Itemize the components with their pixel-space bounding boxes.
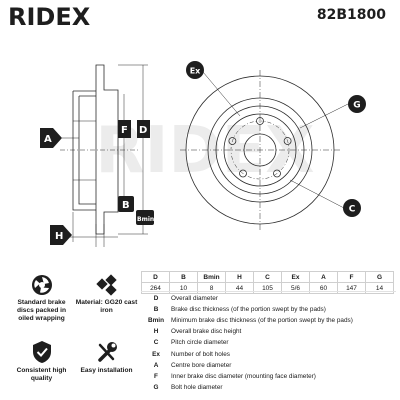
callout-a: A <box>40 128 79 148</box>
feature-material: Material: GG20 cast iron <box>74 274 139 315</box>
legend-row: G Bolt hole diameter <box>141 382 396 393</box>
material-icon <box>95 274 117 296</box>
specs-header-cell: Ex <box>281 271 310 283</box>
legend-code: C <box>153 339 159 347</box>
feature-quality: Consistent high quality <box>9 340 74 383</box>
specs-header-row: D B Bmin H C Ex A F G <box>141 271 394 283</box>
callout-d: D <box>137 120 150 138</box>
tools-icon <box>97 342 117 362</box>
callout-ex: Ex <box>186 61 204 79</box>
header: RIDEX 82B1800 <box>0 0 400 31</box>
legend-code: F <box>154 372 158 380</box>
legend-desc: Centre bore diameter <box>171 361 232 369</box>
packaging-icon <box>31 275 52 295</box>
legend-row: B Brake disc thickness (of the portion s… <box>141 304 396 315</box>
legend-code: A <box>153 361 159 369</box>
specs-header-cell: F <box>337 271 366 283</box>
legend-row: C Pitch circle diameter <box>141 337 396 348</box>
callout-g: G <box>348 95 366 113</box>
legend-code: Bmin <box>148 317 164 325</box>
legend-code: H <box>153 328 159 336</box>
svg-text:G: G <box>353 101 360 111</box>
legend-desc: Bolt hole diameter <box>171 383 223 391</box>
brand-logo: RIDEX <box>8 3 91 31</box>
feature-packaging: Standard brake discs packed in oiled wra… <box>9 274 74 323</box>
legend-code: G <box>153 383 159 391</box>
specs-header-cell: G <box>365 271 394 283</box>
legend-code: B <box>153 306 159 314</box>
legend-row: F Inner brake disc diameter (mounting fa… <box>141 371 396 382</box>
legend-row: H Overall brake disc height <box>141 326 396 337</box>
legend-desc: Number of bolt holes <box>171 350 230 358</box>
specs-header-cell: Bmin <box>197 271 226 283</box>
callout-h: H <box>50 225 72 245</box>
svg-text:H: H <box>55 231 63 242</box>
legend-code: D <box>153 295 159 303</box>
legend-desc: Overall brake disc height <box>171 328 242 336</box>
disc-front-view <box>180 70 349 230</box>
specs-header-cell: D <box>141 271 170 283</box>
callout-f: F <box>118 120 131 138</box>
feature-installation: Easy installation <box>74 340 139 375</box>
watermark-logo: RIDEX <box>95 114 314 188</box>
callout-b: B <box>118 196 134 212</box>
legend-desc: Overall diameter <box>171 295 218 303</box>
legend-row: Ex Number of bolt holes <box>141 348 396 359</box>
callout-bmin: Bmin <box>136 210 154 225</box>
svg-text:A: A <box>44 134 52 145</box>
svg-text:C: C <box>349 205 356 215</box>
technical-drawing: RIDEX A F D B <box>40 61 366 247</box>
callout-c: C <box>343 199 361 217</box>
legend-desc: Inner brake disc diameter (mounting face… <box>171 372 316 380</box>
specs-header-cell: B <box>169 271 198 283</box>
legend-desc: Brake disc thickness (of the portion swe… <box>171 306 326 314</box>
svg-text:B: B <box>122 200 130 211</box>
svg-text:F: F <box>121 125 128 136</box>
legend-row: D Overall diameter <box>141 293 396 304</box>
specs-header-cell: C <box>253 271 282 283</box>
dimension-legend: D Overall diameter B Brake disc thicknes… <box>141 293 396 393</box>
svg-text:D: D <box>139 125 147 136</box>
legend-code: Ex <box>152 350 160 358</box>
specs-header-cell: A <box>309 271 338 283</box>
legend-desc: Minimum brake disc thickness (of the por… <box>171 317 353 325</box>
quality-shield-icon <box>32 341 51 363</box>
legend-row: Bmin Minimum brake disc thickness (of th… <box>141 315 396 326</box>
svg-text:Ex: Ex <box>190 67 201 76</box>
specs-header-cell: H <box>225 271 254 283</box>
feature-list: Standard brake discs packed in oiled wra… <box>9 268 139 394</box>
legend-desc: Pitch circle diameter <box>171 339 229 347</box>
part-number: 82B1800 <box>316 7 386 23</box>
svg-text:Bmin: Bmin <box>137 216 154 223</box>
legend-row: A Centre bore diameter <box>141 360 396 371</box>
divider <box>141 291 396 292</box>
disc-side-view <box>60 64 148 247</box>
